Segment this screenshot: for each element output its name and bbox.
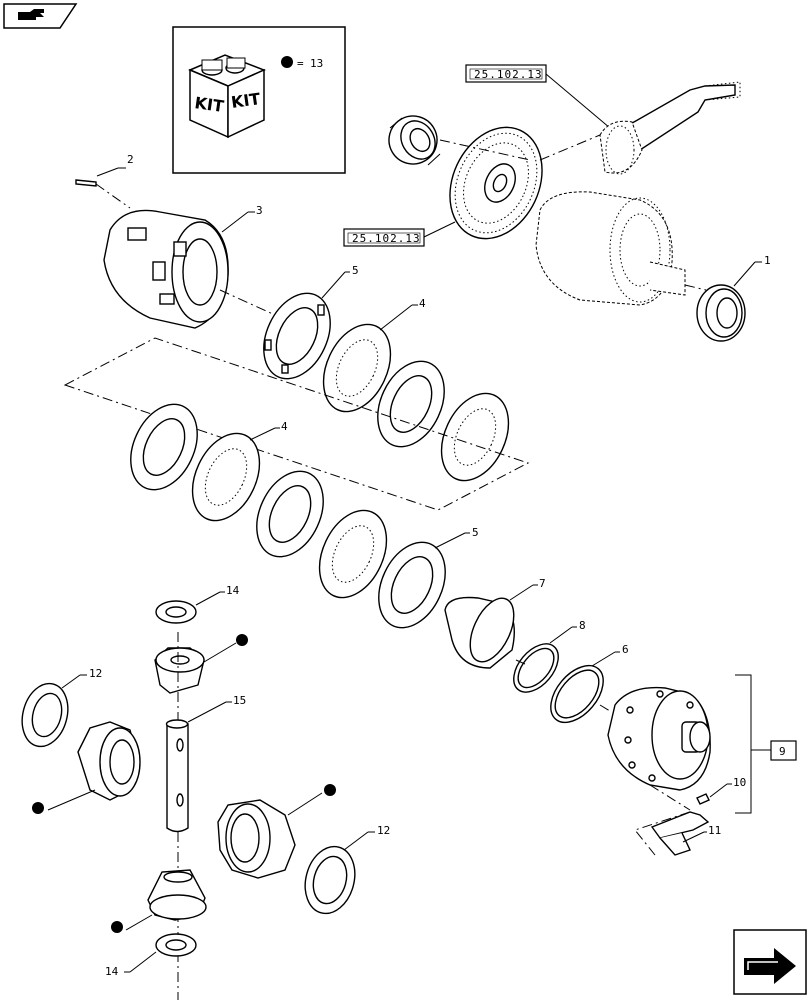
upper-bearing (388, 115, 441, 166)
back-to-index-button[interactable] (3, 3, 78, 29)
part-14-washer-top: 14 (155, 584, 240, 624)
kit-equals: = (297, 57, 304, 70)
callout-5: 5 (472, 526, 479, 539)
reference-link-2[interactable]: 25.102.13 (343, 221, 456, 247)
clutch-plate-5d (256, 470, 324, 558)
clutch-plate-5a: 5 (263, 264, 359, 380)
kit-marker-dot (111, 921, 123, 933)
arrow-right-icon (744, 948, 796, 984)
callout-10: 10 (733, 776, 746, 789)
part-10-dowel: 10 (649, 776, 746, 811)
kit-marker-dot (324, 784, 336, 796)
callout-15: 15 (233, 694, 246, 707)
callout-14: 14 (226, 584, 240, 597)
reference-code: 25.102.13 (474, 68, 543, 81)
part-9-differential-case (607, 686, 711, 791)
part-9-bracket: 9 (735, 674, 797, 814)
callout-12: 12 (89, 667, 102, 680)
callout-11: 11 (708, 824, 721, 837)
part-14-washer-bottom: 14 (105, 933, 197, 978)
group-outline (63, 337, 530, 511)
part-12-washer-left: 12 (21, 667, 102, 748)
kit-box: KIT KIT = 13 (172, 26, 346, 174)
friction-disc-4b (440, 392, 510, 482)
clutch-plate-5c (130, 403, 198, 491)
callout-7: 7 (539, 577, 546, 590)
reference-link-1[interactable]: 25.102.13 (465, 64, 611, 129)
friction-disc-4c: 4 (191, 420, 288, 522)
kit-label-left: KIT (193, 93, 225, 116)
part-3-housing: 3 (103, 204, 263, 329)
side-gear-left (32, 721, 141, 814)
callout-6: 6 (622, 643, 629, 656)
clutch-plate-5e: 5 (378, 526, 479, 629)
pinion-shaft-reference (539, 81, 741, 175)
callout-12: 12 (377, 824, 390, 837)
part-15-shaft: 15 (165, 632, 246, 1000)
part-8-ring: 8 (513, 619, 586, 693)
differential-housing-reference (535, 191, 707, 306)
part-6-ring: 6 (550, 643, 629, 724)
callout-1: 1 (764, 254, 771, 267)
kit-marker-dot (236, 634, 248, 646)
part-1-bearing: 1 (696, 254, 771, 342)
kit-cube-icon: KIT KIT (188, 54, 266, 139)
kit-number: 13 (310, 57, 323, 70)
part-7-cup: 7 (444, 577, 546, 669)
part-12-washer-right: 12 (304, 824, 390, 915)
kit-marker-dot (281, 56, 293, 68)
callout-5: 5 (352, 264, 359, 277)
hand-pointer-icon (18, 9, 44, 20)
part-2-pin: 2 (75, 153, 134, 209)
reference-code: 25.102.13 (352, 232, 421, 245)
kit-marker-dot (32, 802, 44, 814)
crown-wheel-reference (439, 126, 543, 240)
next-page-button[interactable] (733, 929, 807, 995)
callout-3: 3 (256, 204, 263, 217)
side-gear-right (217, 784, 336, 879)
callout-4: 4 (419, 297, 426, 310)
part-11-bolt: 11 (634, 811, 721, 856)
clutch-plate-5b (377, 360, 445, 448)
callout-8: 8 (579, 619, 586, 632)
callout-4: 4 (281, 420, 288, 433)
callout-9: 9 (779, 745, 786, 758)
bevel-pinion-top (154, 634, 248, 694)
bevel-pinion-bottom (111, 869, 207, 933)
callout-14: 14 (105, 965, 119, 978)
friction-disc-4d (318, 509, 388, 599)
kit-label-right: KIT (230, 89, 262, 112)
callout-2: 2 (127, 153, 134, 166)
friction-disc-4a: 4 (322, 297, 426, 413)
